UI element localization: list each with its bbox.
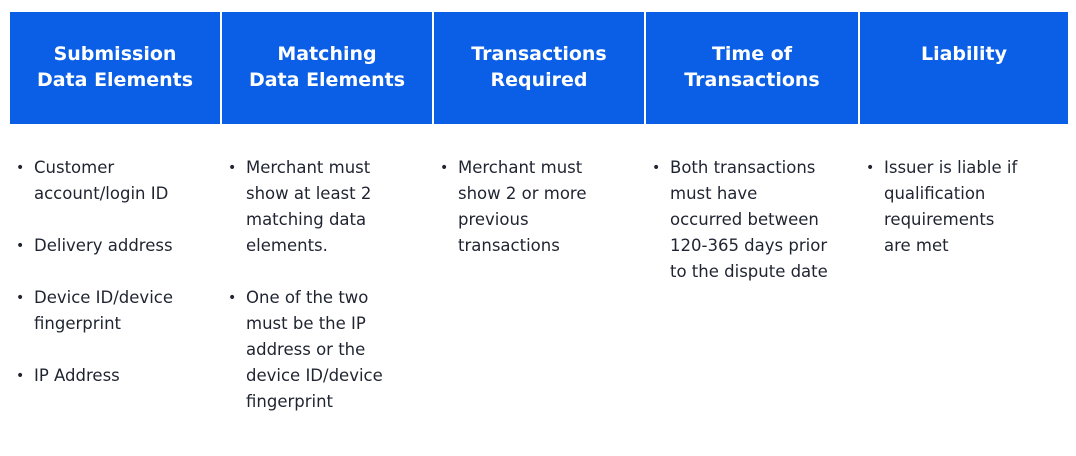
column-time-of-transactions: Both transactions must have occurred bet… bbox=[646, 155, 858, 441]
bullet-list: Issuer is liable if qualification requir… bbox=[860, 155, 1048, 259]
bullet-list: Customer account/login ID Delivery addre… bbox=[10, 155, 212, 389]
bullet-list: Merchant must show at least 2 matching d… bbox=[222, 155, 418, 415]
list-item: Merchant must show 2 or more previous tr… bbox=[434, 155, 598, 259]
column-matching-data-elements: Merchant must show at least 2 matching d… bbox=[222, 155, 432, 441]
column-liability: Issuer is liable if qualification requir… bbox=[860, 155, 1068, 441]
bullet-list: Merchant must show 2 or more previous tr… bbox=[434, 155, 614, 259]
header-transactions-required: Transactions Required bbox=[434, 12, 644, 124]
list-item: Issuer is liable if qualification requir… bbox=[860, 155, 1024, 259]
column-transactions-required: Merchant must show 2 or more previous tr… bbox=[434, 155, 644, 441]
list-item: Both transactions must have occurred bet… bbox=[646, 155, 832, 285]
list-item: Merchant must show at least 2 matching d… bbox=[222, 155, 386, 259]
list-item: One of the two must be the IP address or… bbox=[222, 285, 402, 415]
header-label: Matching Data Elements bbox=[248, 43, 406, 91]
bullet-list: Both transactions must have occurred bet… bbox=[646, 155, 848, 285]
list-item: IP Address bbox=[10, 363, 212, 389]
header-submission-data-elements: Submission Data Elements bbox=[10, 12, 220, 124]
list-item: Delivery address bbox=[10, 233, 212, 259]
header-liability: Liability bbox=[860, 12, 1068, 124]
header-label: Time of Transactions bbox=[684, 43, 820, 91]
header-label: Liability bbox=[920, 43, 1008, 65]
header-label: Transactions Required bbox=[471, 43, 607, 91]
header-time-of-transactions: Time of Transactions bbox=[646, 12, 858, 124]
header-label: Submission Data Elements bbox=[36, 43, 194, 91]
list-item: Device ID/device fingerprint bbox=[10, 285, 212, 337]
table-body-row: Customer account/login ID Delivery addre… bbox=[10, 155, 1068, 441]
column-submission-data-elements: Customer account/login ID Delivery addre… bbox=[10, 155, 220, 441]
table-header-row: Submission Data Elements Matching Data E… bbox=[10, 12, 1068, 124]
header-matching-data-elements: Matching Data Elements bbox=[222, 12, 432, 124]
list-item: Customer account/login ID bbox=[10, 155, 212, 207]
